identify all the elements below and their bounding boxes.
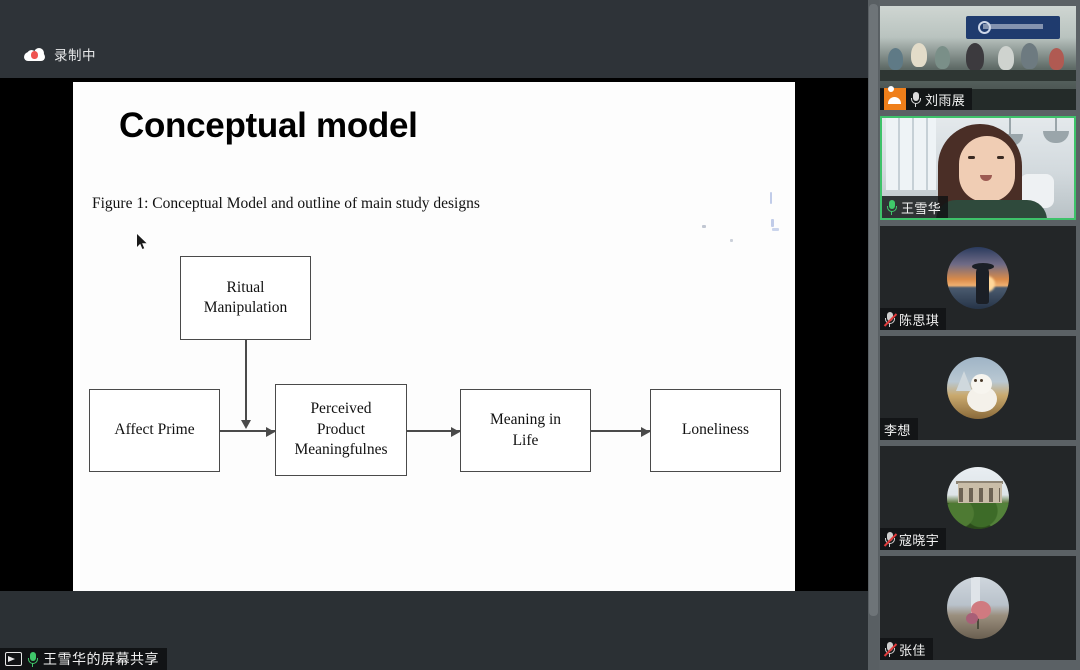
participant-name: 张佳 [899, 642, 926, 658]
recording-indicator: 录制中 [24, 44, 96, 64]
participant-tile-active-speaker[interactable]: 王雪华 [880, 116, 1076, 220]
diagram-arrow-affect-to-perceived [220, 430, 275, 432]
arrow-head-right-icon [641, 426, 650, 437]
slide-artifact [702, 225, 706, 228]
sidebar-scrollbar[interactable] [868, 0, 879, 670]
slide-artifact [772, 228, 779, 231]
diagram-arrow-perceived-to-meaning [407, 430, 460, 432]
arrow-head-right-icon [451, 426, 460, 437]
participant-name-plate: 刘雨展 [880, 85, 973, 110]
diagram-box-loneliness: Loneliness [650, 389, 781, 472]
cloud-record-icon [24, 47, 45, 61]
microphone-muted-icon [883, 641, 898, 657]
person-icon [884, 85, 906, 110]
slide-artifact [770, 192, 772, 204]
participant-tile[interactable]: 陈思琪 [880, 226, 1076, 330]
arrow-head-down-icon [241, 420, 251, 429]
participant-name-plate: 陈思琪 [880, 308, 947, 330]
shared-screen-stage: 录制中 Conceptual model Figure 1: Conceptua… [0, 0, 868, 670]
participant-name-plate: 李想 [880, 418, 918, 440]
participant-name-plate: 张佳 [880, 638, 933, 660]
slide-title: Conceptual model [119, 106, 418, 145]
participant-tile[interactable]: 李想 [880, 336, 1076, 440]
participant-name-plate: 王雪华 [882, 196, 949, 218]
participant-tile[interactable]: 刘雨展 [880, 6, 1076, 110]
diagram-box-affect-prime: Affect Prime [89, 389, 220, 472]
participant-name: 王雪华 [901, 200, 942, 216]
diagram-box-label: Affect Prime [114, 421, 195, 439]
sidebar-scrollbar-thumb[interactable] [869, 4, 878, 616]
microphone-on-icon [886, 199, 897, 215]
avatar [947, 577, 1009, 639]
mouse-pointer-icon [137, 234, 148, 250]
participant-name-plate: 寇晓宇 [880, 528, 947, 550]
screen-share-icon [5, 652, 22, 666]
diagram-arrow-ritual-to-flow [245, 340, 247, 422]
participant-name: 寇晓宇 [899, 532, 940, 548]
microphone-on-icon [27, 651, 38, 667]
avatar [947, 357, 1009, 419]
recording-label: 录制中 [54, 48, 96, 63]
diagram-box-label: Loneliness [681, 421, 750, 439]
presentation-slide: Conceptual model Figure 1: Conceptual Mo… [73, 82, 795, 591]
slide-artifact [771, 219, 774, 227]
microphone-on-icon [910, 91, 921, 107]
participant-name: 刘雨展 [925, 92, 966, 108]
avatar [947, 247, 1009, 309]
diagram-arrow-meaning-to-loneliness [591, 430, 650, 432]
participant-tile[interactable]: 张佳 [880, 556, 1076, 660]
participant-name: 李想 [884, 422, 911, 438]
microphone-muted-icon [883, 311, 898, 327]
figure-caption: Figure 1: Conceptual Model and outline o… [92, 195, 480, 212]
screen-share-status-bar: 王雪华的屏幕共享 [0, 648, 167, 670]
arrow-head-right-icon [266, 426, 275, 437]
microphone-muted-icon [883, 531, 898, 547]
participant-name: 陈思琪 [899, 312, 940, 328]
avatar [947, 467, 1009, 529]
screen-share-owner-label: 王雪华的屏幕共享 [43, 651, 159, 667]
participant-sidebar: 刘雨展 王雪华 [868, 0, 1080, 670]
participant-tile[interactable]: 寇晓宇 [880, 446, 1076, 550]
meeting-top-bar: 录制中 [0, 0, 868, 78]
slide-artifact [730, 239, 733, 242]
